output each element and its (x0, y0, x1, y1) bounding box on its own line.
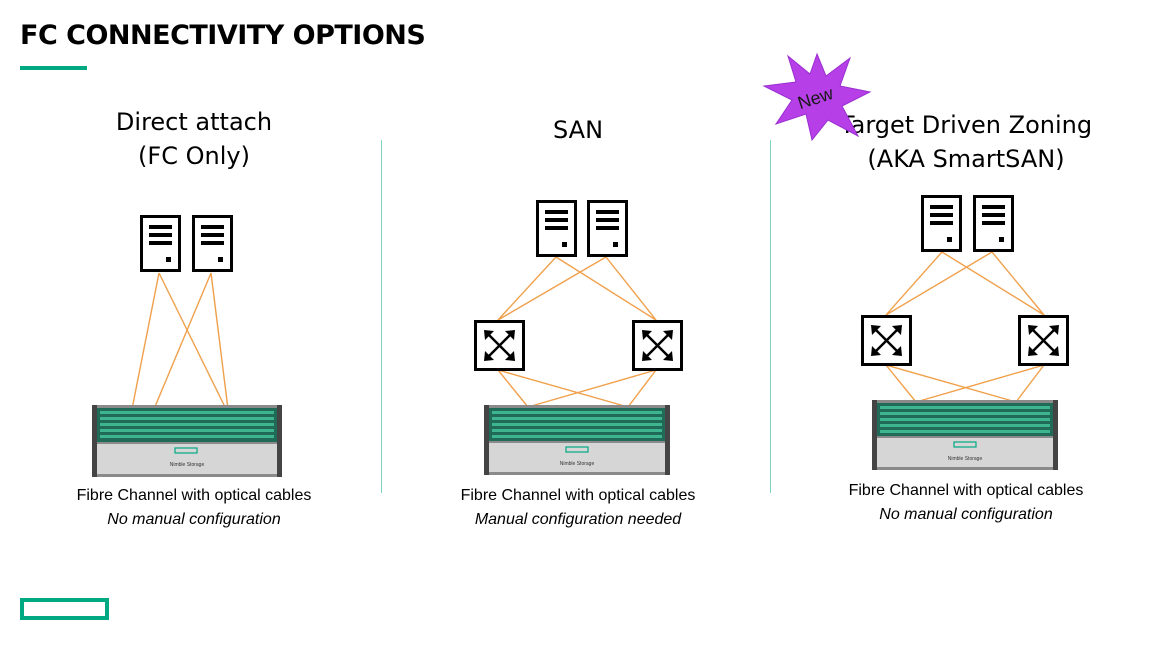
server-icon (921, 195, 962, 252)
server-icon (192, 215, 233, 272)
caption-subline: Manual configuration needed (474, 511, 682, 528)
cables (131, 272, 229, 410)
caption-line: Fibre Channel with optical cables (76, 487, 312, 504)
array-label: Nimble Storage (560, 461, 595, 467)
server-icon (140, 215, 181, 272)
slide-title: FC CONNECTIVITY OPTIONS (20, 20, 426, 51)
new-badge: New (762, 52, 872, 142)
direct-attach-column: Direct attach (FC Only) (4, 0, 384, 645)
san-column: SAN (388, 0, 768, 645)
caption-subline: No manual configuration (879, 506, 1053, 523)
direct-attach-heading: Direct attach (FC Only) (4, 105, 384, 173)
heading-line-2: (FC Only) (138, 142, 250, 170)
heading-line-1: SAN (552, 116, 604, 144)
server-icon (536, 200, 577, 257)
server-icon (587, 200, 628, 257)
array-label: Nimble Storage (948, 456, 983, 462)
target-driven-zoning-column: Target Driven Zoning (AKA SmartSAN) (776, 0, 1156, 645)
san-caption: Fibre Channel with optical cables Manual… (388, 484, 768, 532)
starburst-icon (762, 52, 872, 142)
caption-line: Fibre Channel with optical cables (848, 482, 1084, 499)
fc-switch-icon (1018, 315, 1069, 366)
cables (497, 256, 657, 408)
caption-line: Fibre Channel with optical cables (460, 487, 696, 504)
direct-attach-caption: Fibre Channel with optical cables No man… (4, 484, 384, 532)
storage-array-icon: Nimble Storage (484, 405, 670, 475)
title-underline (20, 66, 87, 70)
fc-switch-icon (632, 320, 683, 371)
san-diagram: Nimble Storage (474, 200, 683, 475)
tdz-diagram: Nimble Storage (861, 195, 1069, 470)
tdz-heading: Target Driven Zoning (AKA SmartSAN) (776, 108, 1156, 176)
heading-line-2: (AKA SmartSAN) (867, 145, 1065, 173)
fc-switch-icon (474, 320, 525, 371)
column-divider-1 (381, 140, 382, 493)
server-icon (973, 195, 1014, 252)
caption-subline: No manual configuration (107, 511, 281, 528)
tdz-caption: Fibre Channel with optical cables No man… (776, 479, 1156, 527)
cables (885, 251, 1045, 403)
column-divider-2 (770, 140, 771, 493)
fc-switch-icon (861, 315, 912, 366)
storage-array-icon: Nimble Storage (92, 405, 282, 477)
direct-attach-diagram: Nimble Storage (92, 215, 282, 477)
hpe-logo-icon (20, 598, 109, 620)
array-label: Nimble Storage (170, 462, 205, 468)
storage-array-icon: Nimble Storage (872, 400, 1058, 470)
san-heading: SAN (388, 113, 768, 147)
heading-line-1: Target Driven Zoning (839, 111, 1093, 139)
heading-line-1: Direct attach (115, 108, 273, 136)
